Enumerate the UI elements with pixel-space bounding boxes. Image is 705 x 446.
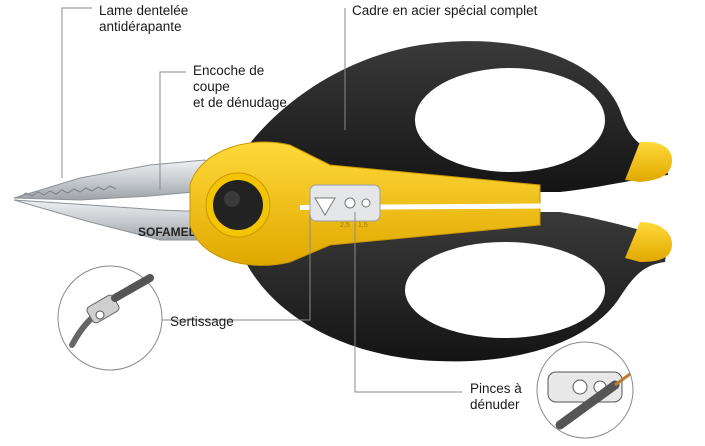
leader-encoche xyxy=(159,71,186,190)
leader-pinces xyxy=(354,212,462,393)
leader-sertissage xyxy=(162,215,311,321)
stripper-detail xyxy=(536,341,634,439)
leader-lame xyxy=(61,7,92,178)
leader-lines xyxy=(61,7,462,393)
pivot-screw xyxy=(213,180,263,230)
lower-handle-hole xyxy=(405,242,605,338)
crimp-detail xyxy=(57,265,163,371)
lower-yellow-tip xyxy=(625,222,672,262)
notch-mark-2: 1,5 xyxy=(358,222,368,229)
upper-yellow-tip xyxy=(625,141,672,182)
callout-sertissage: Sertissage xyxy=(170,314,234,329)
callout-lame: Lame dentelée antidérapante xyxy=(99,3,189,34)
callout-encoche: Encoche de coupe et de dénudage xyxy=(193,63,287,110)
upper-handle-hole xyxy=(415,68,605,172)
upper-blade xyxy=(13,159,216,201)
strip-hole-1 xyxy=(344,197,356,209)
serration xyxy=(19,185,117,198)
notch-mark-1: 2,5 xyxy=(340,222,350,229)
callout-cadre: Cadre en acier spécial complet xyxy=(352,3,538,18)
brand-logo: SOFAMEL xyxy=(138,225,196,239)
cut-notch xyxy=(314,197,336,216)
callout-pinces: Pinces à dénuder xyxy=(470,381,522,412)
pivot-screw-highlight xyxy=(224,191,240,207)
strip-hole-2 xyxy=(361,198,371,208)
